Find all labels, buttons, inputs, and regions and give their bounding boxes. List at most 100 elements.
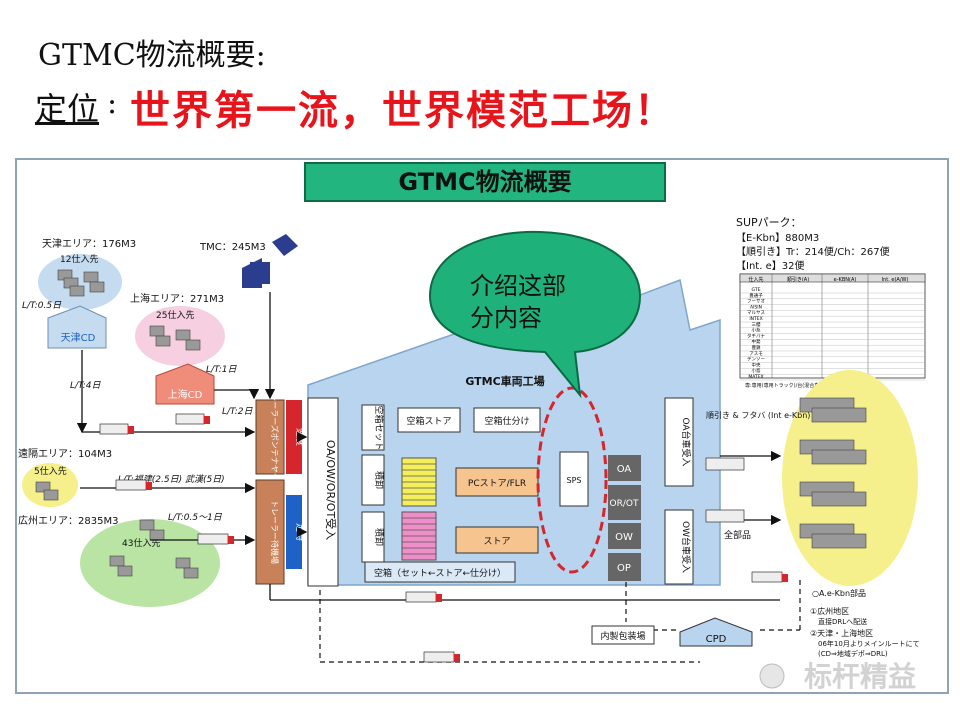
pink-rack (401, 511, 437, 561)
schedule-box (286, 495, 302, 569)
table-row-label: AISIN (750, 304, 762, 310)
sup-park: SUPパーク： (736, 216, 802, 229)
dock-ow-label: OW (615, 532, 633, 543)
pc-store-box (455, 467, 539, 497)
table-row-label: GTE (752, 287, 761, 293)
note-gz-body: 直接DRLへ配送 (818, 617, 867, 626)
empty-box-flow-box (364, 561, 516, 583)
dock-op (608, 553, 641, 581)
empty-box-sort-box (473, 407, 541, 433)
table-row-label: 三櫻 (752, 321, 761, 328)
table-row-label: 中央 (752, 361, 761, 368)
note-tj-title: ②天津・上海地区 (810, 628, 873, 638)
all-parts: 全部品 (724, 529, 751, 541)
table-header-1: 仕入先 (748, 276, 763, 283)
trailer-dock: トレーラー待機場 (270, 500, 280, 564)
dock-or-ot-label: OR/OT (610, 499, 639, 509)
table-row-label: 豊鉄 (752, 344, 761, 351)
dock-or-ot (608, 485, 641, 520)
callout-line-2: 分内容 (470, 304, 542, 332)
guangzhou-lt: L/T:0.5～1日 (168, 513, 223, 523)
guangzhou-area: 広州エリア：2835M3 (18, 514, 118, 527)
table-row-label: 中発 (752, 338, 761, 345)
table-row-label: 小島 (752, 367, 761, 374)
pc-store: PCストア/FLR (468, 479, 526, 489)
table-row-label: タチバナ (747, 332, 765, 339)
junbiki: 【順引き】Tr：214便/Ch：267便 (736, 245, 890, 258)
highlight-ellipse (536, 386, 608, 574)
callout-bubble (428, 230, 642, 399)
dock-ow (608, 523, 641, 549)
trailer-yard: トレーラーズボンテナヤード (270, 385, 280, 489)
shanghai-cd: 上海CD (168, 388, 203, 401)
sps: SPS (567, 476, 582, 485)
position-colon: : (107, 86, 118, 121)
cpd-shape (679, 617, 753, 647)
unload-label-2: 積卸 (373, 528, 385, 546)
shanghai-cd-shape (155, 363, 215, 405)
empty-box-sort: 空箱仕分け (484, 415, 529, 427)
tianjin-suppliers: 12仕入先 (60, 253, 98, 265)
oa-receive: OA台車受入 (680, 417, 692, 466)
empty-box-set: 空箱セット (373, 405, 385, 450)
guangzhou-ellipse (80, 519, 220, 607)
empty-box-flow: 空箱（セット←ストア←仕分け） (374, 567, 506, 579)
empty-box-set-box (361, 404, 385, 451)
callout-line-1: 介绍这部 (470, 272, 566, 300)
empty-box-store-box (397, 407, 461, 433)
receiving-box (307, 397, 339, 587)
unload-label-1: 積卸 (373, 471, 385, 489)
ow-receive-box (664, 509, 694, 585)
slogan: 世界第一流，世界模范工场！ (130, 88, 676, 134)
store: ストア (483, 537, 510, 547)
note-tj-body1: 06年10月よりメインルートにて (818, 639, 920, 648)
note-gz-title: ①広州地区 (810, 606, 849, 616)
table-row-label: フーサオ (747, 299, 765, 305)
packaging-box (591, 625, 655, 645)
tianjin-area: 天津エリア：176M3 (42, 238, 136, 250)
tianjin-ellipse (38, 254, 122, 310)
page-title: GTMC物流概要: (38, 38, 266, 73)
table-row-label: INTEX (749, 316, 762, 322)
banner-title: GTMC物流概要 (398, 168, 571, 196)
banner-box (304, 162, 666, 202)
shanghai-lt: L/T:1日 (206, 365, 237, 375)
dock-op-label: OP (617, 563, 631, 574)
trailer-yard-box (255, 399, 285, 475)
empty-box-store: 空箱ストア (406, 415, 451, 427)
table-rows: GTE豊通子フーサオAISINマルヤスINTEX三櫻小糸タチバナ中発豊鉄アスモデ… (740, 287, 925, 381)
table-row-label: デンソー (747, 356, 765, 363)
sequence-note: 順引き & フタバ (Int e-Kbn) (706, 411, 810, 420)
unload-box-1 (361, 454, 385, 506)
guangzhou-factories (109, 519, 199, 579)
yellow-rack (401, 457, 437, 507)
cpd: CPD (706, 634, 727, 645)
watermark-logo-icon (759, 663, 785, 689)
note-tj-body2: (CD⇒地域デポ⇒DRL) (818, 649, 888, 658)
tianjin-lt: L/T:0.5日 (22, 301, 62, 311)
remote-area: 遠隔エリア：104M3 (18, 447, 112, 460)
tmc-building (242, 234, 298, 288)
shanghai-factories (149, 325, 201, 351)
truck-icons (99, 413, 788, 663)
watermark: 标杆精益 (804, 660, 916, 693)
int-e: 【Int. e】32便 (736, 259, 804, 272)
ow-receive: OW台車受入 (680, 521, 692, 573)
shanghai-cd-lt: L/T:2日 (222, 407, 253, 417)
remote-factories (35, 481, 59, 501)
tianjin-factories (57, 269, 105, 297)
table-row-label: MATEX (748, 374, 763, 380)
table-header-2: 順引き(A) (787, 276, 809, 283)
oa-ekbn-parts: ○A.e-Kbn部品 (812, 588, 866, 598)
plant-name: GTMC車両工場 (465, 374, 544, 388)
remote-suppliers: 5仕入先 (34, 465, 67, 477)
sps-box (559, 451, 589, 507)
oa-receive-box (664, 397, 694, 487)
tianjin-cd-shape (47, 305, 107, 349)
shanghai-suppliers: 25仕入先 (156, 309, 194, 321)
tianjin-cd-lt: L/T:4日 (70, 381, 101, 391)
table-row-label: マルヤス (747, 310, 765, 316)
store-box (455, 526, 539, 554)
speed-box (286, 400, 302, 474)
